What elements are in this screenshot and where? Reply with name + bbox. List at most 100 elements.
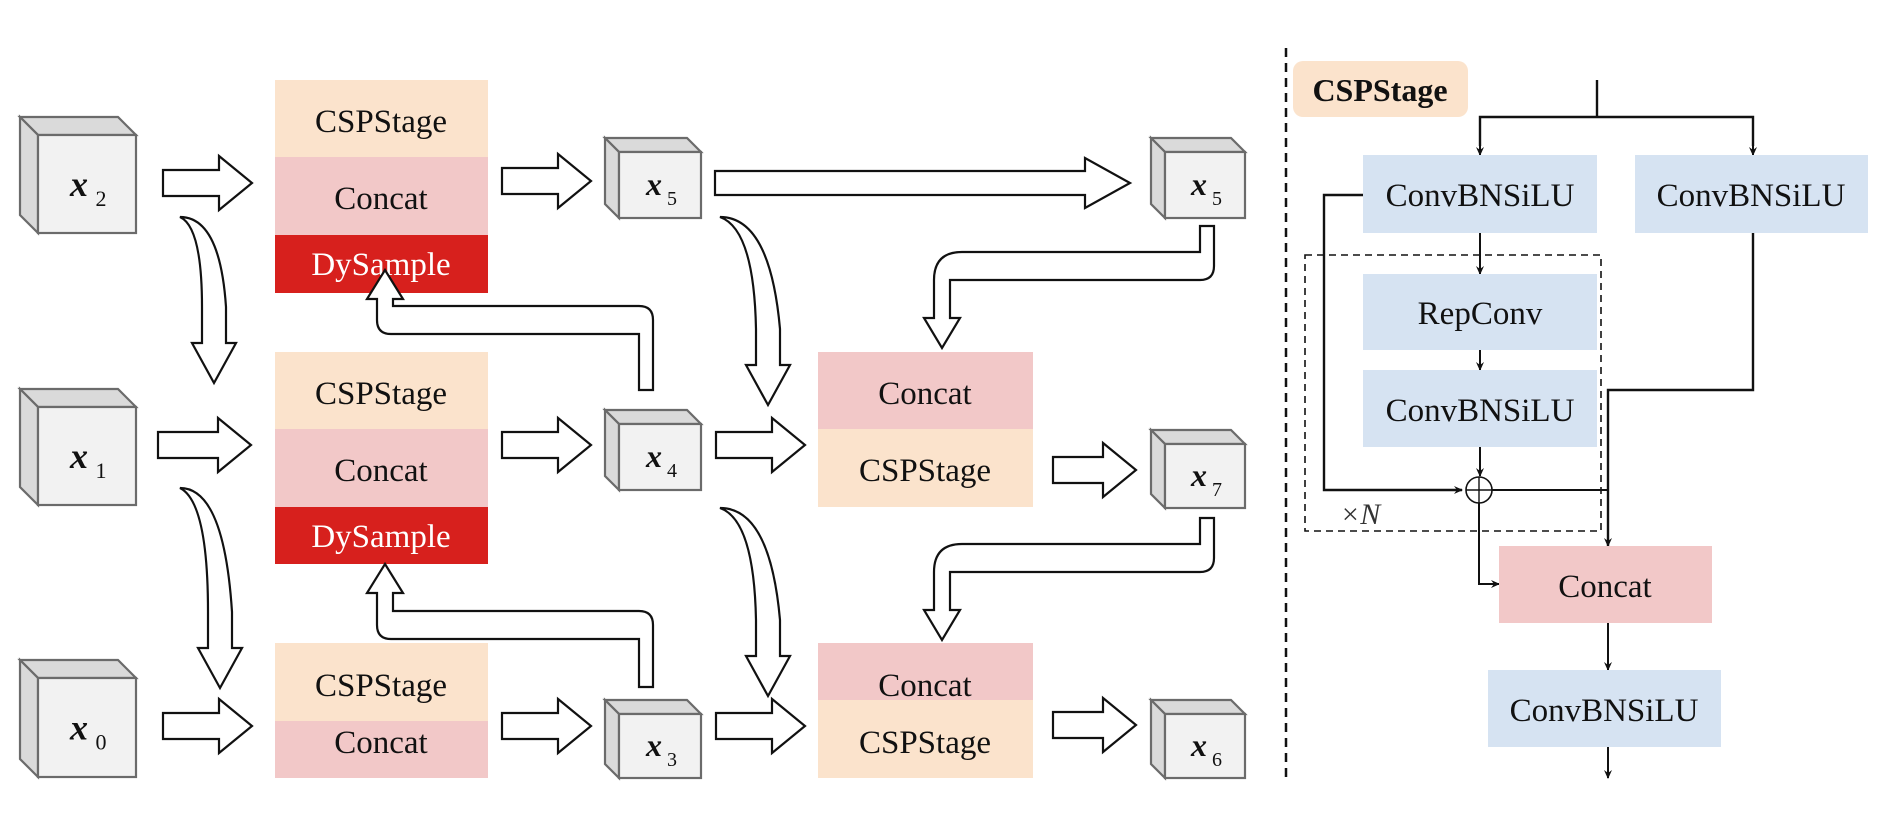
arrow-x5-down-to-concat <box>922 224 1216 351</box>
csp-stage-box <box>818 429 1033 507</box>
detail-title-badge <box>1293 61 1468 117</box>
repconv-box <box>1363 274 1597 350</box>
dysample-label: DySample <box>311 519 450 555</box>
csp-stage-label: CSPStage <box>859 725 991 761</box>
cube-side-face <box>18 114 40 236</box>
concat-label: Concat <box>878 376 971 412</box>
cube-top-face <box>1148 698 1248 716</box>
cube-subscript-label: 7 <box>1212 479 1222 501</box>
cube-front-face <box>36 133 138 235</box>
cube-subscript-label: 5 <box>1212 188 1222 210</box>
cube-subscript-label: 1 <box>96 458 107 483</box>
cube-subscript-label: 5 <box>667 188 677 210</box>
cube-side-face <box>603 407 621 493</box>
concat-box <box>818 643 1033 700</box>
arrow-x1-curve-to-bottom <box>179 486 244 691</box>
concat-box <box>275 429 488 507</box>
cube-subscript-label: 3 <box>667 749 677 771</box>
arrow-x2-curve-to-mid <box>179 215 238 386</box>
block-arrows <box>156 151 1216 756</box>
cube-variable-label: x <box>69 708 88 748</box>
cube-side-face <box>18 657 40 780</box>
arrow-x4-to-right-mid <box>714 415 807 475</box>
arrow-x4-up-dysample <box>365 267 655 392</box>
cube-variable-label: x <box>645 166 662 202</box>
conv-bn-silu-box <box>1488 670 1721 747</box>
csp-stage-box <box>275 80 488 157</box>
cube-front-face <box>36 676 138 779</box>
cube-front-face <box>617 422 703 492</box>
conv-bn-silu-label: ConvBNSiLU <box>1510 693 1699 729</box>
cube-subscript-label: 4 <box>667 460 677 482</box>
cube-side-face <box>1149 135 1167 221</box>
csp-stage-label: CSPStage <box>315 668 447 704</box>
arrow-x0-to-bottom <box>161 696 254 756</box>
cube-top-face <box>1148 136 1248 154</box>
block-bottom: CSPStage Concat <box>275 643 488 778</box>
csp-stage-detail: CSPStage ConvBNSiLU ConvBNSiLU RepConv C… <box>1293 61 1868 779</box>
arrow-top-to-x5 <box>500 151 593 211</box>
arrow-x3-to-right-bottom <box>714 696 807 756</box>
arrow-right-mid-to-x7 <box>1051 440 1138 500</box>
block-right-mid: Concat CSPStage <box>818 352 1033 507</box>
csp-stage-label: CSPStage <box>859 453 991 489</box>
cube-front-face <box>1163 442 1247 510</box>
repeat-label: ×N <box>1340 498 1382 531</box>
csp-stage-box <box>275 643 488 721</box>
concat-label: Concat <box>334 725 427 761</box>
cube-variable-label: x <box>1190 457 1207 493</box>
block-top: CSPStage Concat DySample <box>275 80 488 293</box>
concat-label: Concat <box>1558 569 1651 605</box>
concat-box <box>818 352 1033 429</box>
cube-variable-label: x <box>1190 727 1207 763</box>
cube-variable-label: x <box>645 438 662 474</box>
concat-box <box>1499 546 1712 623</box>
cube-side-face <box>1149 427 1167 511</box>
concat-box <box>275 721 488 778</box>
concat-box <box>275 157 488 235</box>
cube-subscript-label: 0 <box>96 730 107 755</box>
cube-variable-label: x <box>645 727 662 763</box>
cube-subscript-label: 2 <box>96 186 107 211</box>
block-middle: CSPStage Concat DySample <box>275 352 488 564</box>
cube-side-face <box>603 135 621 221</box>
arrow-bottom-to-x3 <box>500 696 593 756</box>
cube-top-face <box>17 387 139 409</box>
cube-subscript-label: 6 <box>1212 749 1222 771</box>
arrow-x4-curve-to-right-bottom <box>719 506 792 699</box>
cube-side-face <box>18 386 40 508</box>
cube-front-face <box>617 150 703 220</box>
cube-top-face <box>602 136 704 154</box>
conv-bn-silu-label: ConvBNSiLU <box>1386 178 1575 214</box>
cube-side-face <box>603 697 621 781</box>
arrow-x5-curve-to-right-mid <box>719 215 792 408</box>
detail-title: CSPStage <box>1312 72 1447 108</box>
cube-top-face <box>17 115 139 137</box>
cube-front-face <box>36 405 138 507</box>
arrow-right-bottom-to-x6 <box>1051 695 1138 755</box>
split-line <box>1478 115 1755 146</box>
branch2-to-concat <box>1604 233 1755 547</box>
repconv-label: RepConv <box>1418 296 1543 332</box>
concat-label: Concat <box>334 181 427 217</box>
cube-top-face <box>1148 428 1248 446</box>
arrow-x2-to-top <box>161 153 254 213</box>
arrow-x7-down-to-concat <box>922 516 1216 643</box>
arrow-x5-long <box>713 156 1133 210</box>
cube-front-face <box>1163 712 1247 780</box>
csp-stage-label: CSPStage <box>315 104 447 140</box>
csp-stage-box <box>818 700 1033 778</box>
block-right-bottom: Concat CSPStage <box>818 643 1033 778</box>
cube-top-face <box>17 658 139 680</box>
cube-variable-label: x <box>1190 166 1207 202</box>
arrow-x3-up-dysample <box>365 561 655 689</box>
conv-bn-silu-box <box>1363 370 1597 447</box>
